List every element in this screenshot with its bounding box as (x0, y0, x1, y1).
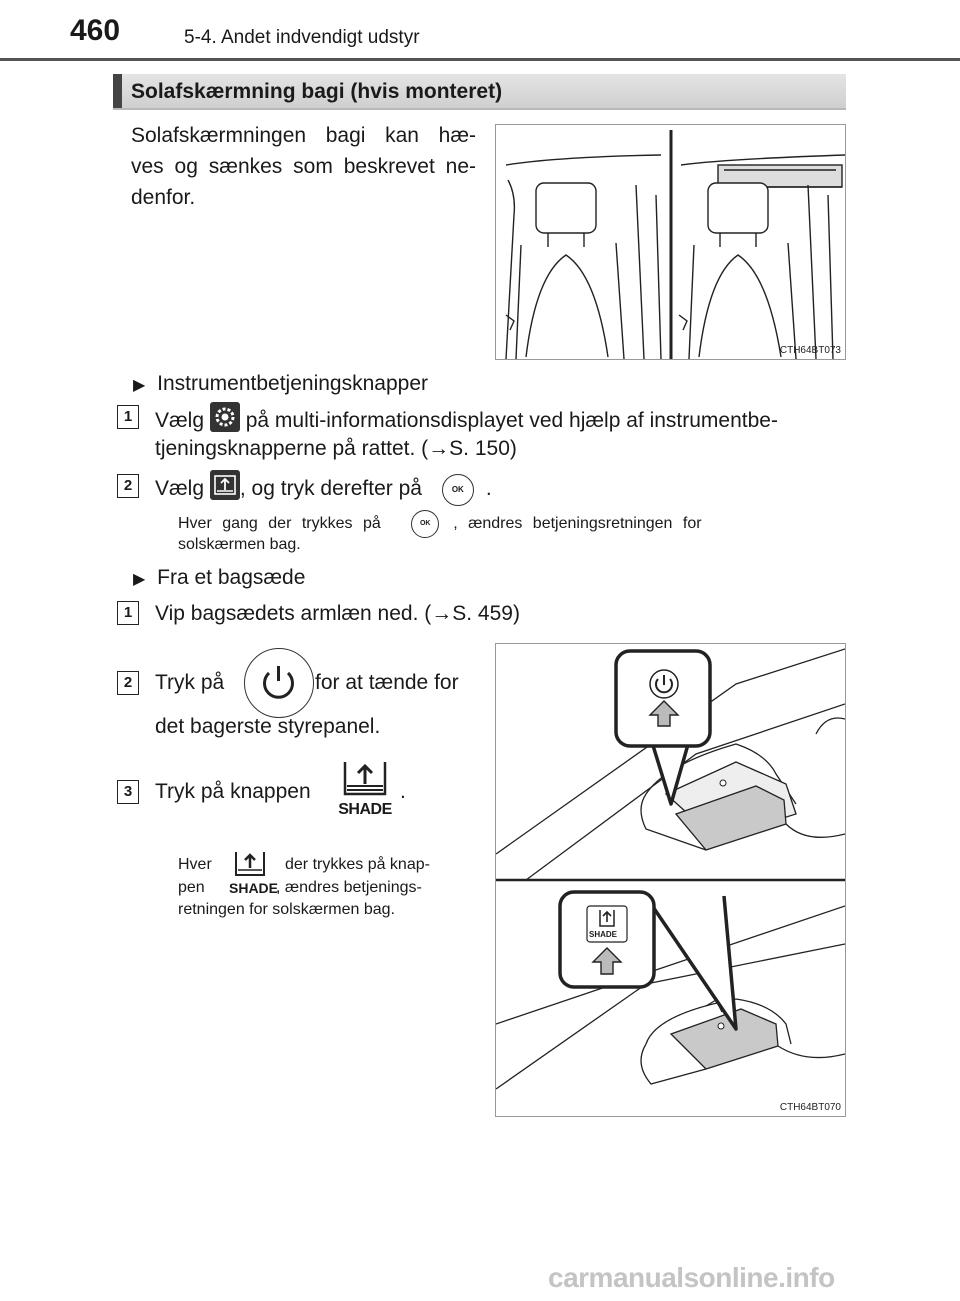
section-title: Solafskærmning bagi (hvis monteret) (131, 80, 503, 103)
shade-button-icon: SHADE (333, 758, 397, 818)
method-b-heading-text: Fra et bagsæde (157, 566, 306, 589)
method-a-heading: ▶ Instrumentbetjeningsknapper (133, 368, 428, 401)
method-b-note-line-3: retningen for solskærmen bag. (178, 901, 395, 918)
method-a-step-1: Vælg på multi-informationsdisplayet ved … (155, 402, 778, 441)
step-number: 3 (117, 780, 139, 804)
method-b-note-line-1a: Hver (178, 856, 212, 873)
method-b-heading: ▶ Fra et bagsæde (133, 562, 305, 595)
step-text: , og tryk derefter på (239, 477, 422, 501)
note-text: Hver gang der trykkes på (178, 515, 381, 533)
method-a-note: Hver gang der trykkes på OK , ændres betj… (178, 510, 840, 538)
method-a-heading-text: Instrumentbetjeningsknapper (157, 372, 428, 395)
shade-label: SHADE (338, 801, 392, 818)
page-number: 460 (70, 14, 121, 47)
intro-line-3: denfor. (131, 186, 196, 209)
step-number: 2 (117, 671, 139, 695)
method-b-step-1: Vip bagsædets armlæn ned. (→S. 459) (155, 602, 520, 625)
watermark: carmanualsonline.info (548, 1262, 835, 1293)
seat-illustration (505, 130, 845, 359)
intro-line-2: ves og sænkes som beskrevet ne- (131, 155, 476, 178)
method-b-step-2-after: for at tænde for (315, 671, 459, 694)
note-text: , ændres betjeningsretningen for (453, 515, 702, 533)
step-text: Vælg (155, 409, 205, 433)
method-b-note-line-1b: der trykkes på knap- (285, 856, 430, 873)
figure-rear-shade-positions: CTH64BT073 (495, 124, 846, 360)
figure-1-code: CTH64BT073 (779, 345, 841, 356)
triangle-bullet-icon: ▶ (133, 377, 146, 394)
method-b-step-2-line-2: det bagerste styrepanel. (155, 715, 381, 738)
method-b-note-line-2a: pen (178, 879, 205, 896)
header-rule (0, 58, 960, 61)
step-end-period: . (400, 780, 406, 803)
step-text: . (485, 477, 492, 501)
shade-label: SHADE (589, 930, 618, 939)
console-illustration (496, 648, 845, 1090)
section-marker (113, 74, 122, 108)
shade-button-icon (229, 850, 271, 878)
method-b-note-line-2b: , ændres betjenings- (276, 879, 422, 896)
method-a-note-line-2: solskærmen bag. (178, 536, 301, 553)
chapter-title: 5-4. Andet indvendigt udstyr (184, 27, 420, 48)
ok-button-icon: OK (411, 510, 440, 538)
triangle-bullet-icon: ▶ (133, 571, 146, 588)
power-button-icon (244, 648, 314, 718)
section-header: Solafskærmning bagi (hvis monteret) (113, 74, 846, 110)
figure-2-code: CTH64BT070 (779, 1102, 841, 1113)
ok-button-icon: OK (441, 473, 474, 506)
step-number: 2 (117, 474, 139, 498)
method-a-step-1-line-2: tjeningsknapperne på rattet. (→S. 150) (155, 437, 517, 460)
method-b-step-3: Tryk på knappen (155, 780, 311, 803)
intro-line-1: Solafskærmningen bagi kan hæ- (131, 124, 476, 147)
shade-menu-icon (209, 470, 240, 509)
step-text: Vælg (155, 477, 205, 501)
method-a-step-2: Vælg , og tryk derefter på OK. (155, 470, 492, 509)
step-text: på multi-informationsdisplayet ved hjælp… (245, 409, 778, 433)
figure-rear-console-controls: SHADE CTH64BT070 (495, 643, 846, 1117)
settings-gear-icon (209, 402, 240, 441)
method-b-step-2-before: Tryk på (155, 671, 225, 694)
step-number: 1 (117, 405, 139, 429)
shade-label: SHADE (229, 880, 279, 896)
step-number: 1 (117, 601, 139, 625)
